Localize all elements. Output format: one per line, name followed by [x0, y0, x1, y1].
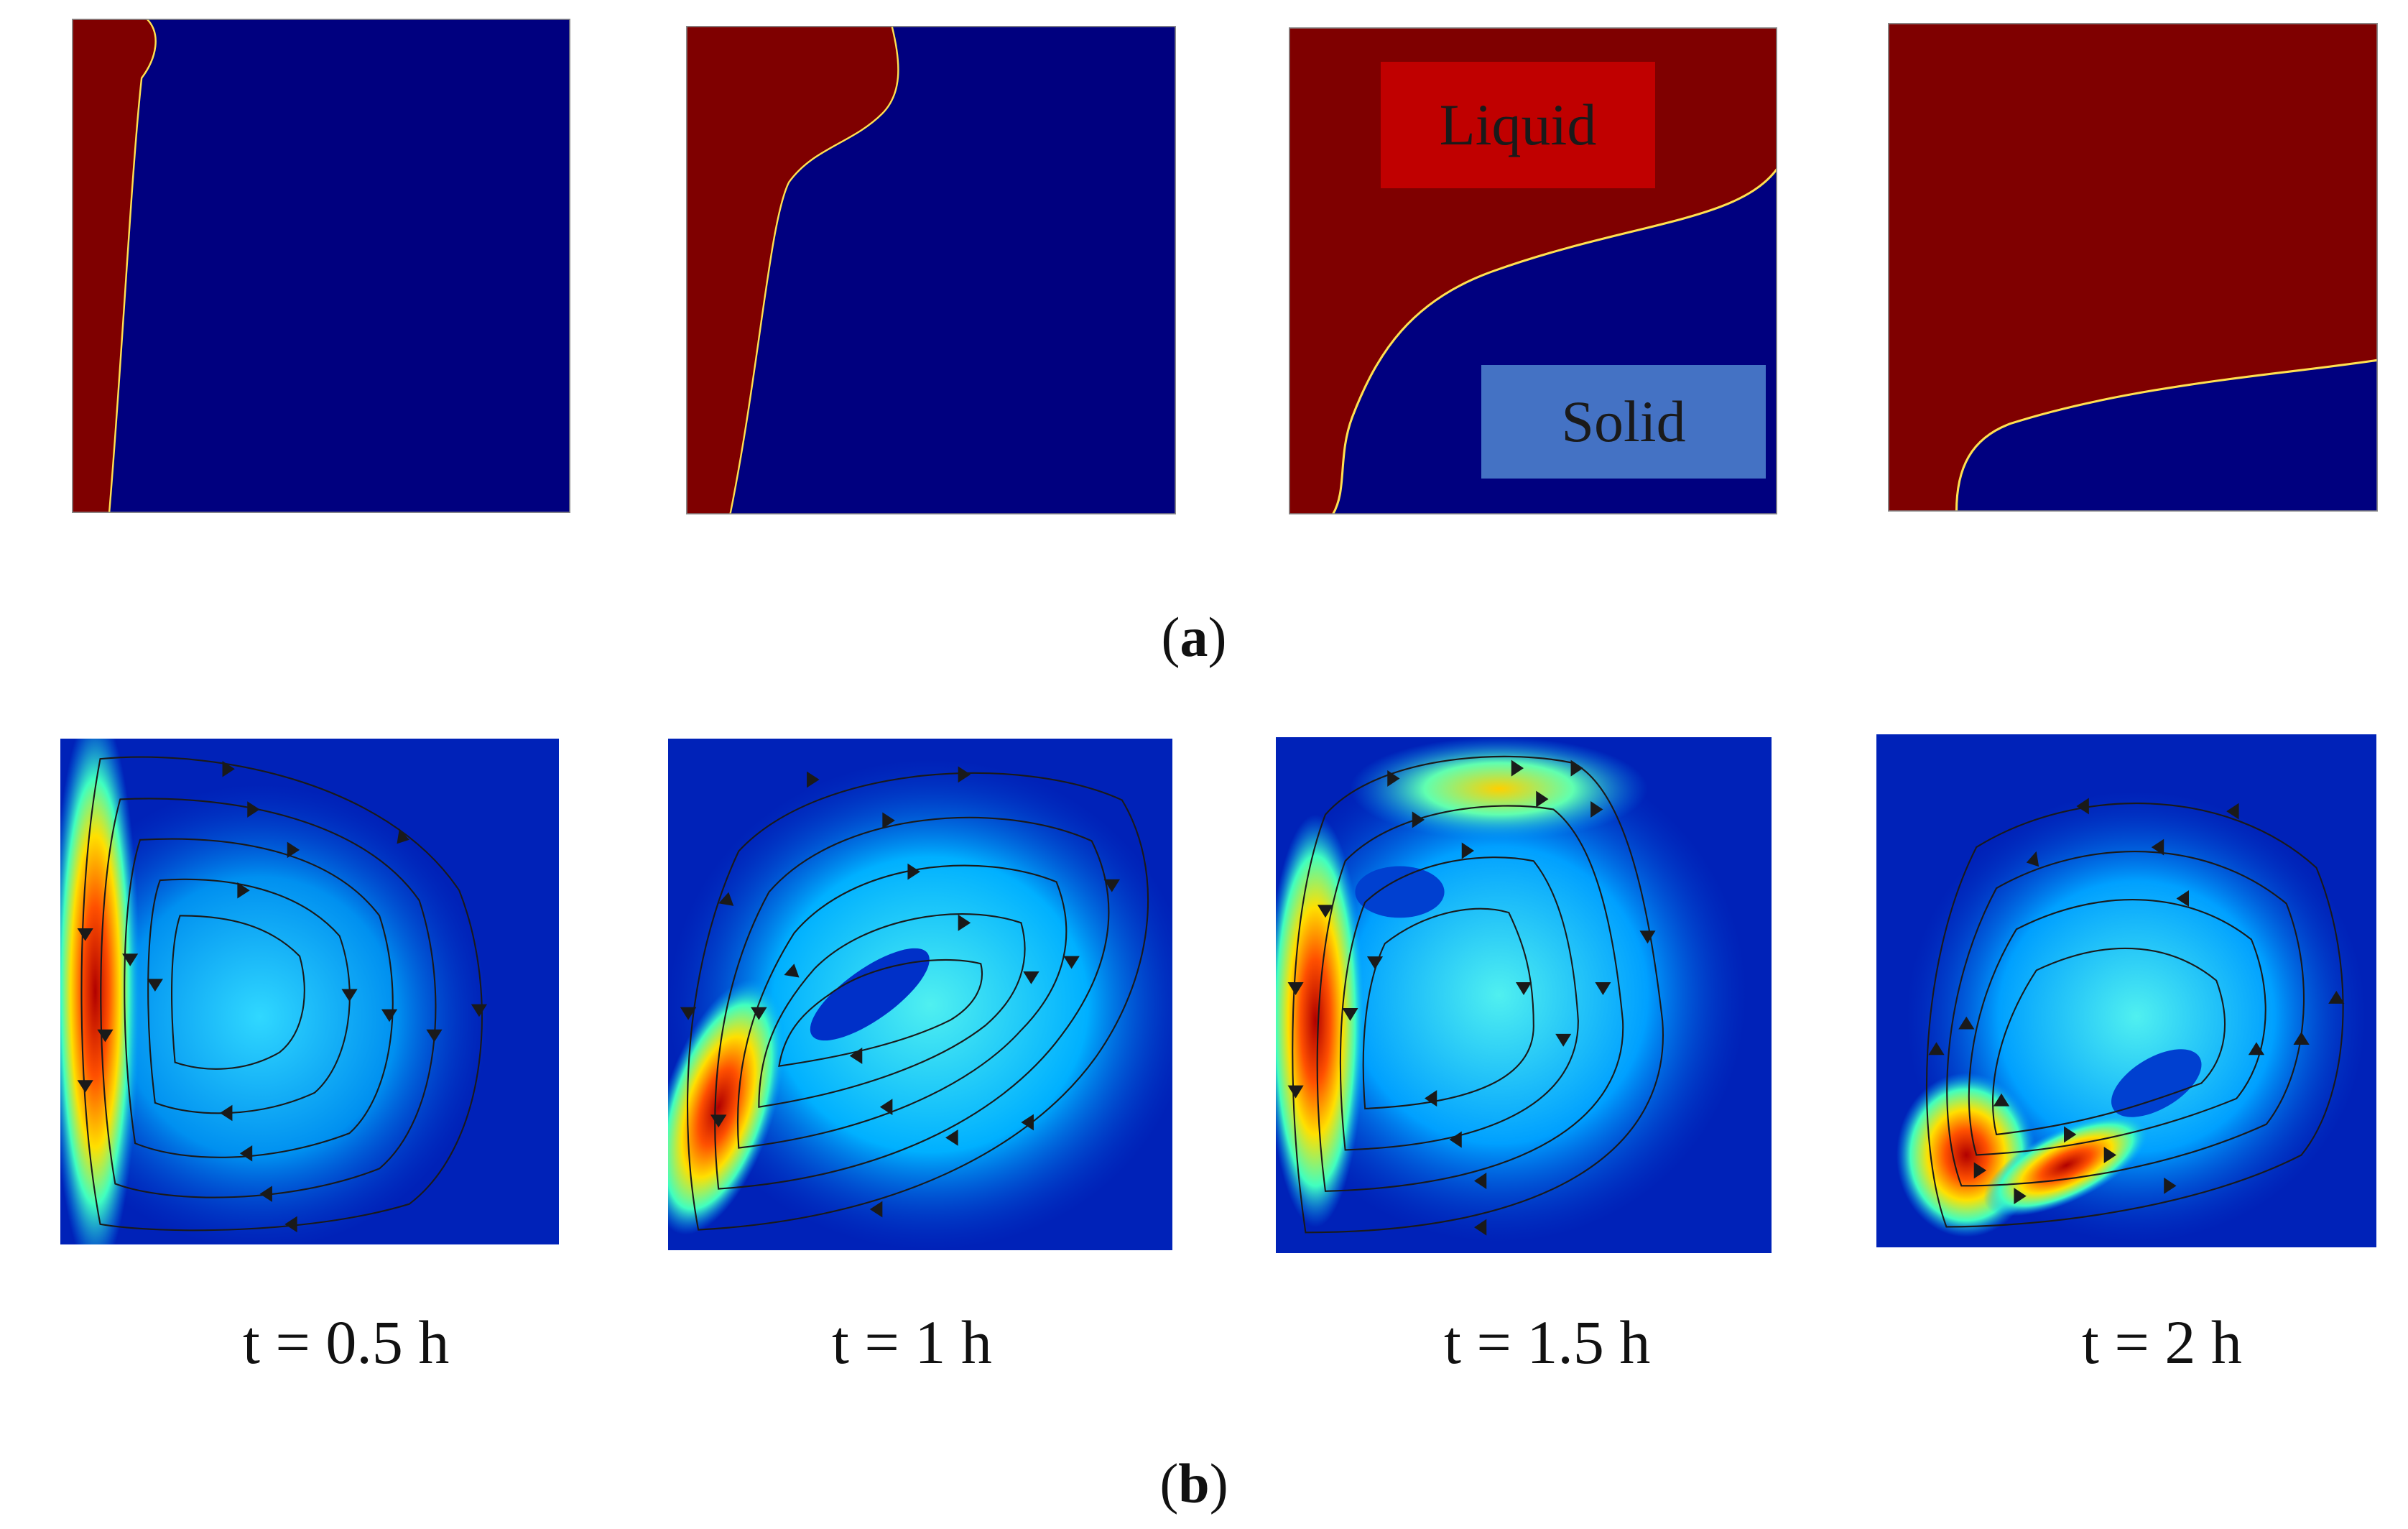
solid-label: Solid — [1481, 365, 1766, 479]
caption-b-letter: b — [1178, 1452, 1210, 1515]
caption-a: (a) — [1161, 606, 1227, 668]
velocity-panel-3 — [1276, 737, 1772, 1253]
time-label-3: t = 1.5 h — [1444, 1308, 1651, 1377]
velocity-panel-4 — [1876, 734, 2376, 1247]
phase-panel-3: Liquid Solid — [1289, 27, 1777, 514]
phase-panel-2 — [686, 26, 1176, 514]
time-label-1: t = 0.5 h — [243, 1308, 450, 1377]
caption-b: (b) — [1159, 1452, 1228, 1515]
velocity-panel-2 — [668, 739, 1172, 1250]
liquid-label-text: Liquid — [1439, 92, 1597, 157]
phase-panel-4 — [1888, 23, 2378, 512]
caption-a-letter: a — [1180, 606, 1208, 668]
velocity-panel-1 — [60, 739, 559, 1244]
time-label-4: t = 2 h — [2082, 1308, 2242, 1377]
phase-panel-1 — [72, 19, 570, 513]
liquid-label: Liquid — [1381, 62, 1655, 188]
solid-label-text: Solid — [1561, 389, 1686, 454]
time-label-2: t = 1 h — [832, 1308, 992, 1377]
